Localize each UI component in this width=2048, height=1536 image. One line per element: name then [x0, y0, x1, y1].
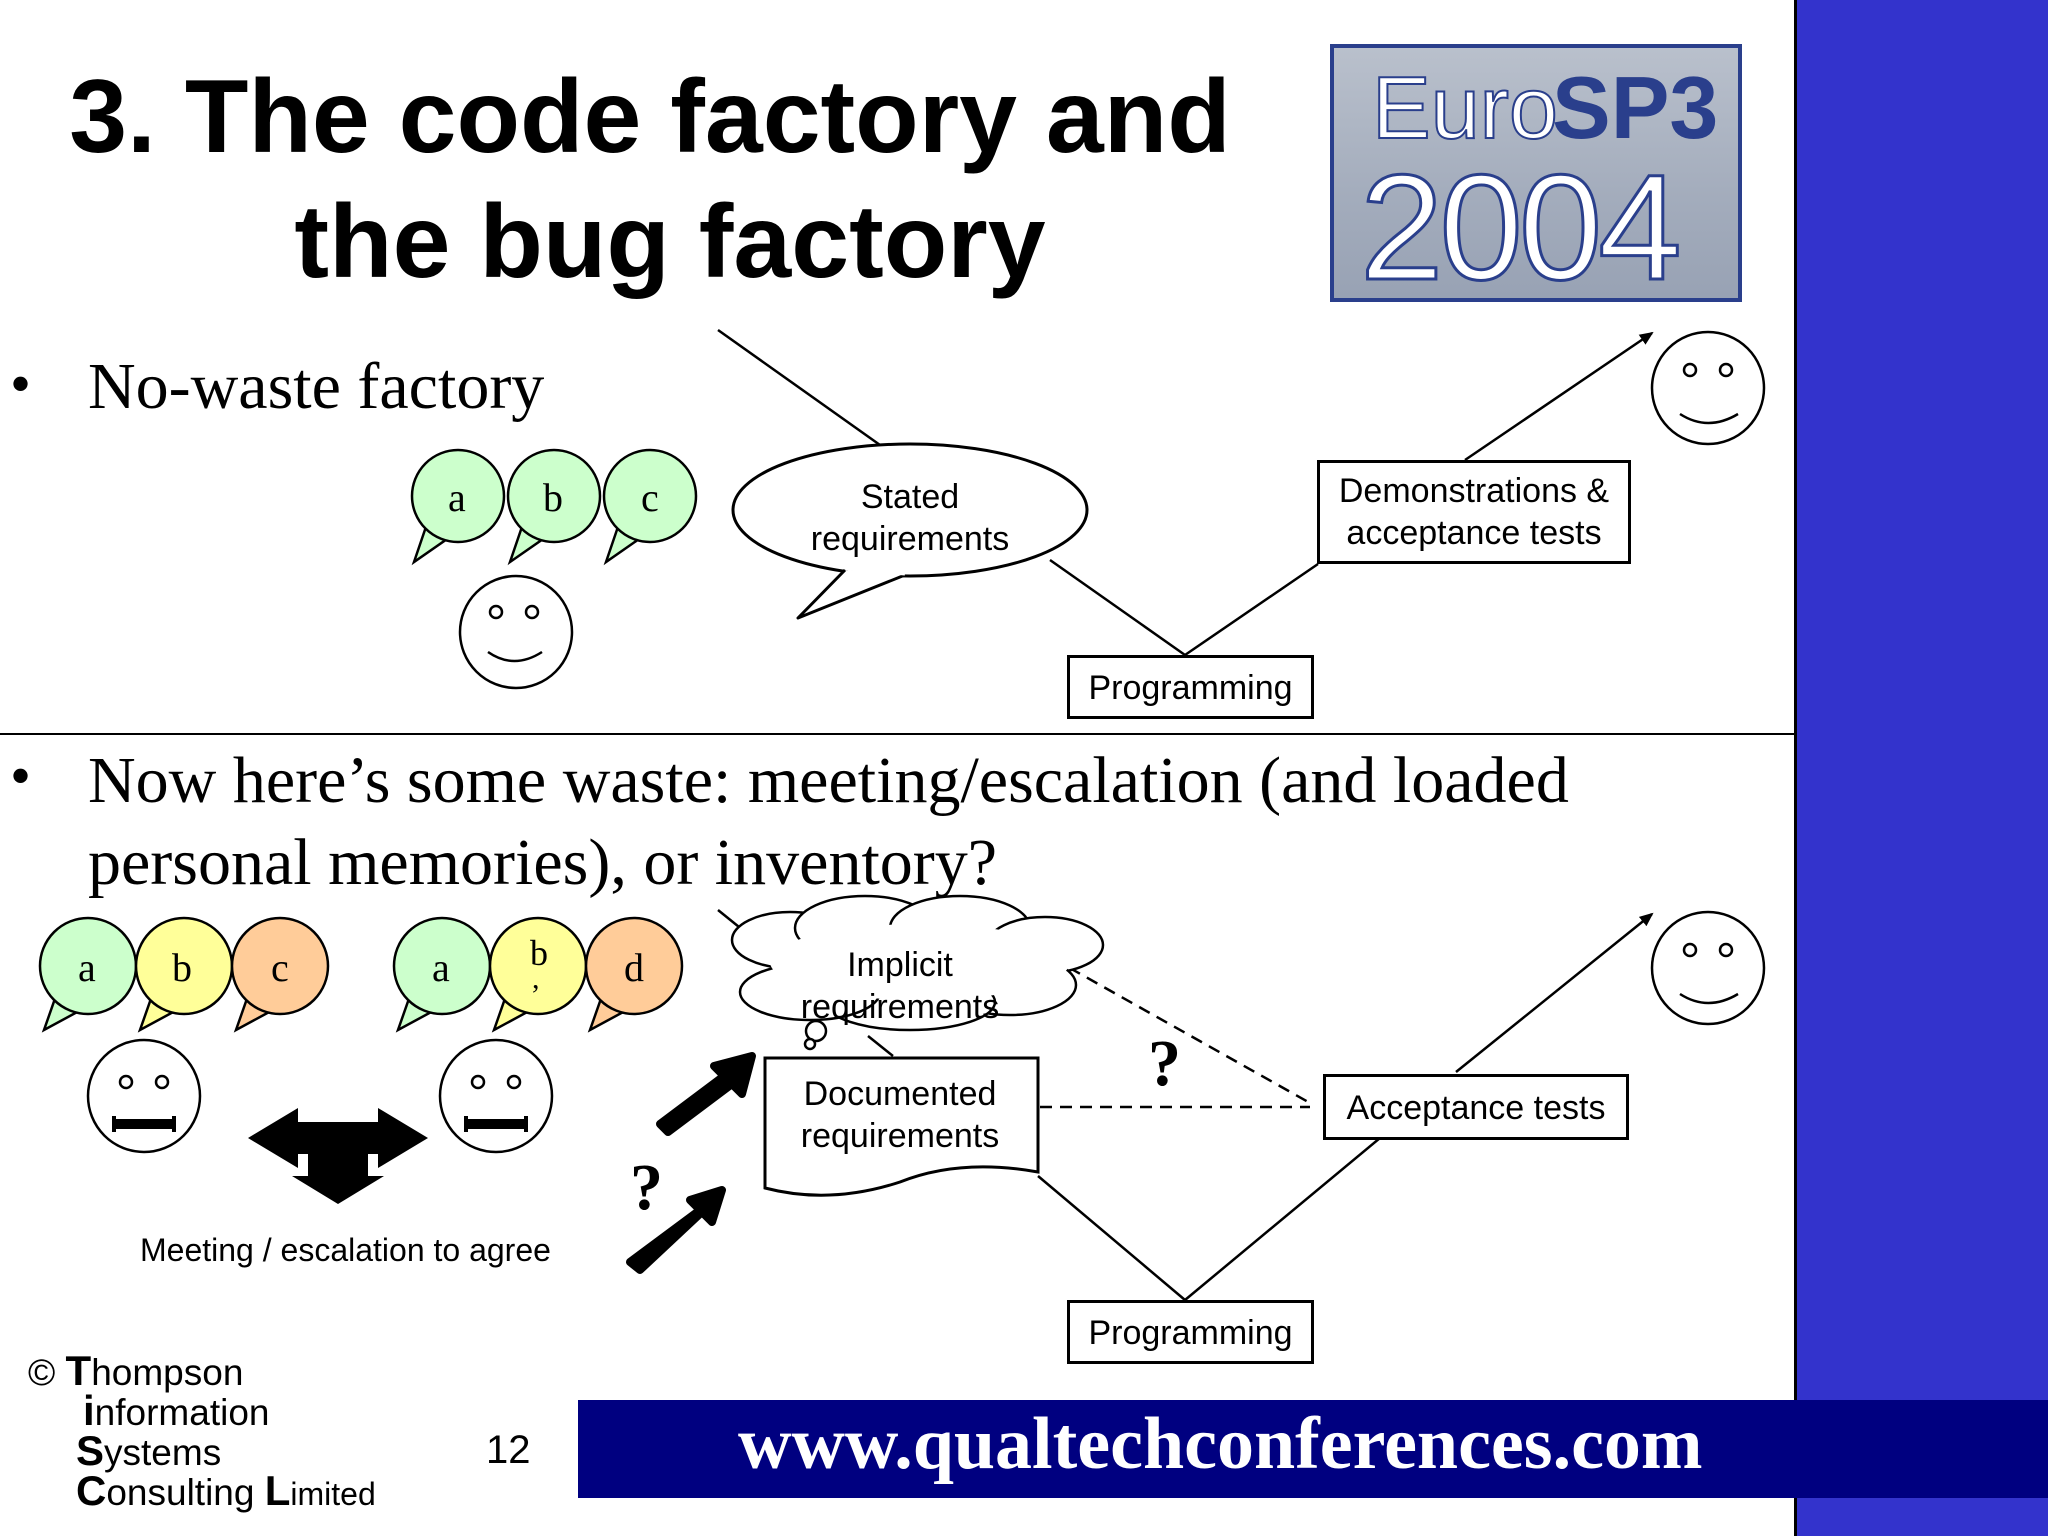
company-initial-s: S	[76, 1427, 105, 1474]
company-initial-t: T	[65, 1347, 92, 1394]
block-arrow-lower	[626, 1186, 726, 1274]
footer-url-banner: www.qualtechconferences.com	[578, 1400, 2048, 1498]
bottom-programming-box: Programming	[1067, 1300, 1314, 1364]
top-programming-box: Programming	[1067, 655, 1314, 719]
copyright-block: © Thompson information Systems Consultin…	[28, 1350, 376, 1513]
top-bubble-letter-b: b	[543, 475, 563, 520]
copyright-line-2: information	[28, 1390, 376, 1433]
bottom-right-bubble-comma: ,	[532, 962, 540, 995]
bottom-left-bubble-letter-b: b	[172, 945, 192, 990]
top-bullet-text: No-waste factory	[88, 350, 545, 423]
bottom-bullet-text: Now here’s some waste: meeting/escalatio…	[88, 740, 1788, 904]
documented-requirements-doc	[763, 1056, 1040, 1197]
bottom-left-bubble-letter-a: a	[78, 945, 96, 990]
copyright-line-1: © Thompson	[28, 1350, 376, 1393]
logo-year-text: 2004	[1359, 143, 1684, 311]
bottom-left-bubble-letter-c: c	[271, 945, 289, 990]
company-rest-i: nformation	[94, 1392, 270, 1433]
bottom-bullet-line-1: Now here’s some waste: meeting/escalatio…	[88, 744, 1569, 817]
bottom-v-left-lower	[1037, 1175, 1186, 1301]
meeting-escalation-label: Meeting / escalation to agree	[140, 1232, 551, 1268]
grimace-face-left	[86, 1038, 202, 1154]
logo-sp3-text: SP3	[1552, 58, 1719, 157]
top-bubble-group	[410, 448, 698, 566]
title-line-2: the bug factory	[294, 183, 1046, 300]
implicit-requirements-cloud	[730, 894, 1105, 1051]
top-bubble-letter-c: c	[641, 475, 659, 520]
smiley-face-bottom-right	[1650, 910, 1766, 1026]
company-initial-c: C	[76, 1467, 107, 1514]
smiley-face-top-center	[458, 574, 574, 690]
page-number: 12	[486, 1428, 531, 1472]
bottom-right-bubble-letter-a: a	[432, 945, 450, 990]
grimace-face-right	[438, 1038, 554, 1154]
smiley-face-top-right	[1650, 330, 1766, 446]
acceptance-tests-box: Acceptance tests	[1323, 1074, 1629, 1140]
demonstrations-box: Demonstrations & acceptance tests	[1317, 460, 1631, 564]
question-mark-arrows: ?	[630, 1151, 663, 1224]
dashed-implicit-to-acceptance	[1051, 956, 1311, 1105]
stated-requirements-label: Stated requirements	[810, 478, 1010, 558]
copyright-symbol: ©	[28, 1352, 56, 1393]
bottom-v-cloud-to-doc	[867, 1035, 894, 1057]
company-initial-i: i	[83, 1387, 95, 1434]
bottom-programming-label: Programming	[1088, 1314, 1293, 1352]
company-rest-l: imited	[290, 1476, 376, 1512]
top-bubble-letter-a: a	[448, 475, 466, 520]
bottom-v-right-lower	[1184, 1137, 1381, 1301]
top-bullet-dot: •	[10, 351, 32, 417]
implicit-requirements-text: Implicit requirements	[800, 946, 1000, 1026]
bottom-right-bubble-letter-b: b	[530, 933, 548, 973]
top-v-right-lower	[1184, 562, 1319, 657]
slide-title: 3. The code factory and the bug factory	[40, 55, 1260, 305]
demonstrations-label: Demonstrations & acceptance tests	[1338, 472, 1610, 552]
bottom-bullet-line-2: personal memories), or inventory?	[88, 826, 998, 899]
bottom-v-right-upper	[1455, 912, 1654, 1073]
top-v-right-upper	[1464, 331, 1654, 462]
copyright-line-3: Systems	[28, 1430, 376, 1473]
company-rest-c: onsulting	[106, 1472, 265, 1513]
footer-url-text: www.qualtechconferences.com	[738, 1403, 1703, 1485]
company-initial-l: L	[264, 1467, 291, 1514]
bottom-bullet-dot: •	[10, 743, 32, 809]
logo-euro-text: Euro	[1371, 58, 1559, 157]
top-v-left-upper	[717, 328, 881, 447]
top-programming-label: Programming	[1088, 669, 1293, 707]
question-mark-dashed: ?	[1148, 1027, 1181, 1100]
title-line-1: 3. The code factory and	[69, 59, 1231, 175]
documented-requirements-label: Documented requirements	[800, 1075, 1000, 1155]
bottom-right-bubble-letter-d: d	[624, 945, 644, 990]
acceptance-tests-label: Acceptance tests	[1346, 1089, 1606, 1127]
company-rest-s: ystems	[104, 1432, 222, 1473]
bottom-left-bubble-group	[38, 916, 330, 1033]
block-arrow-upper	[656, 1052, 756, 1136]
conflict-arrow-shape	[248, 1108, 428, 1204]
eurosp3-logo: Euro SP3 2004	[1330, 44, 1742, 311]
right-accent-bar	[1794, 0, 2048, 1536]
company-rest-t: hompson	[91, 1352, 244, 1393]
copyright-line-4: Consulting Limited	[28, 1470, 376, 1513]
top-v-left-lower	[1049, 558, 1186, 657]
stated-requirements-balloon	[731, 442, 1089, 620]
bottom-right-bubble-group	[392, 916, 684, 1033]
implicit-requirements-label: Implicit requirements	[800, 944, 1000, 1028]
